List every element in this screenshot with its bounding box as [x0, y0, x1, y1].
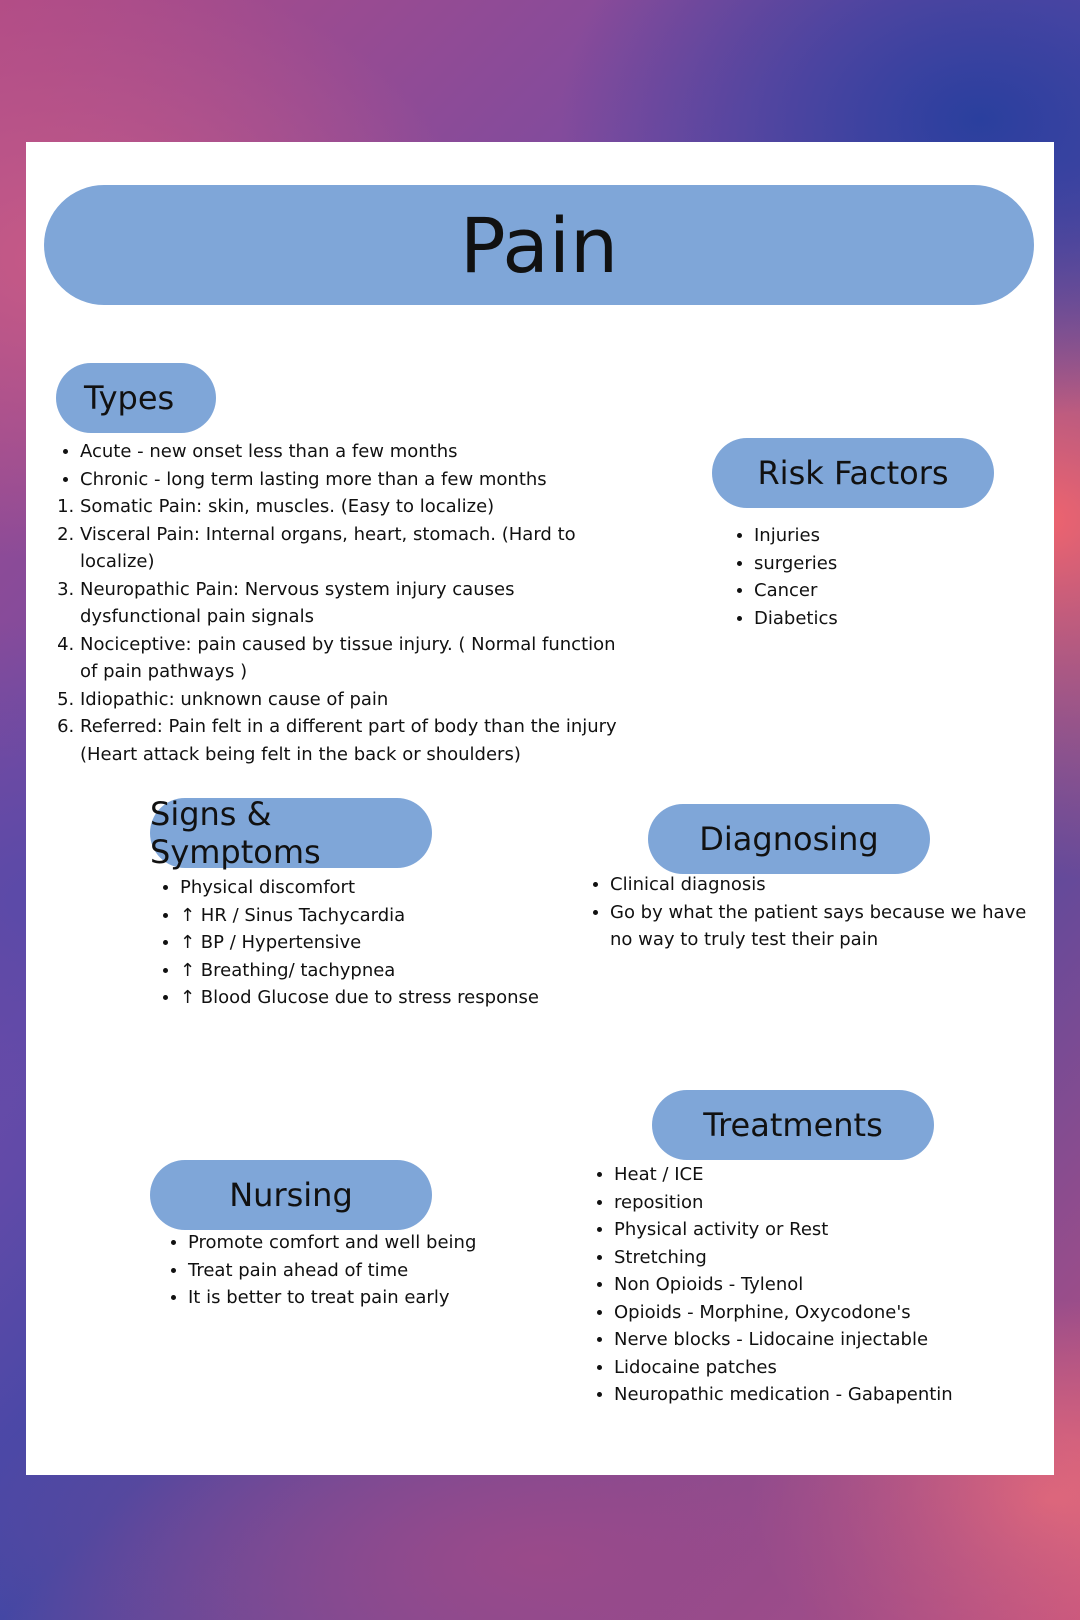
diagnosing-heading: Diagnosing	[648, 804, 930, 874]
list-item: Neuropathic medication - Gabapentin	[614, 1381, 1034, 1409]
list-item: reposition	[614, 1189, 1034, 1217]
list-item: Go by what the patient says because we h…	[610, 899, 1030, 954]
nursing-list: Promote comfort and well being Treat pai…	[164, 1229, 588, 1312]
list-item: Chronic - long term lasting more than a …	[80, 466, 640, 494]
list-item: ↑ Blood Glucose due to stress response	[180, 984, 580, 1012]
list-item: ↑ BP / Hypertensive	[180, 929, 580, 957]
diagnosing-list: Clinical diagnosis Go by what the patien…	[586, 871, 1030, 954]
treatments-list: Heat / ICE reposition Physical activity …	[590, 1161, 1034, 1409]
list-item: Physical activity or Rest	[614, 1216, 1034, 1244]
list-item: Treat pain ahead of time	[188, 1257, 588, 1285]
risk-factors-heading: Risk Factors	[712, 438, 994, 508]
signs-symptoms-list: Physical discomfort ↑ HR / Sinus Tachyca…	[156, 874, 580, 1012]
list-item: Visceral Pain: Internal organs, heart, s…	[80, 521, 620, 576]
list-item: Opioids - Morphine, Oxycodone's	[614, 1299, 1034, 1327]
list-item: Nociceptive: pain caused by tissue injur…	[80, 631, 620, 686]
list-item: surgeries	[754, 550, 1034, 578]
list-item: Acute - new onset less than a few months	[80, 438, 640, 466]
nursing-heading: Nursing	[150, 1160, 432, 1230]
info-card: Pain Types Acute - new onset less than a…	[26, 142, 1054, 1475]
list-item: Referred: Pain felt in a different part …	[80, 713, 620, 768]
list-item: Neuropathic Pain: Nervous system injury …	[80, 576, 620, 631]
types-heading: Types	[56, 363, 216, 433]
list-item: Lidocaine patches	[614, 1354, 1034, 1382]
signs-symptoms-heading: Signs & Symptoms	[150, 795, 432, 871]
list-item: Somatic Pain: skin, muscles. (Easy to lo…	[80, 493, 620, 521]
list-item: Clinical diagnosis	[610, 871, 1030, 899]
list-item: Injuries	[754, 522, 1034, 550]
list-item: Cancer	[754, 577, 1034, 605]
list-item: ↑ HR / Sinus Tachycardia	[180, 902, 580, 930]
list-item: Nerve blocks - Lidocaine injectable	[614, 1326, 1034, 1354]
list-item: It is better to treat pain early	[188, 1284, 588, 1312]
list-item: Diabetics	[754, 605, 1034, 633]
types-numbered-list: Somatic Pain: skin, muscles. (Easy to lo…	[56, 493, 620, 768]
list-item: Physical discomfort	[180, 874, 580, 902]
treatments-heading: Treatments	[652, 1090, 934, 1160]
list-item: Stretching	[614, 1244, 1034, 1272]
types-bullet-list: Acute - new onset less than a few months…	[56, 438, 640, 493]
list-item: ↑ Breathing/ tachypnea	[180, 957, 580, 985]
list-item: Promote comfort and well being	[188, 1229, 588, 1257]
page-title: Pain	[44, 185, 1034, 305]
list-item: Non Opioids - Tylenol	[614, 1271, 1034, 1299]
list-item: Heat / ICE	[614, 1161, 1034, 1189]
list-item: Idiopathic: unknown cause of pain	[80, 686, 620, 714]
risk-factors-list: Injuries surgeries Cancer Diabetics	[730, 522, 1034, 632]
